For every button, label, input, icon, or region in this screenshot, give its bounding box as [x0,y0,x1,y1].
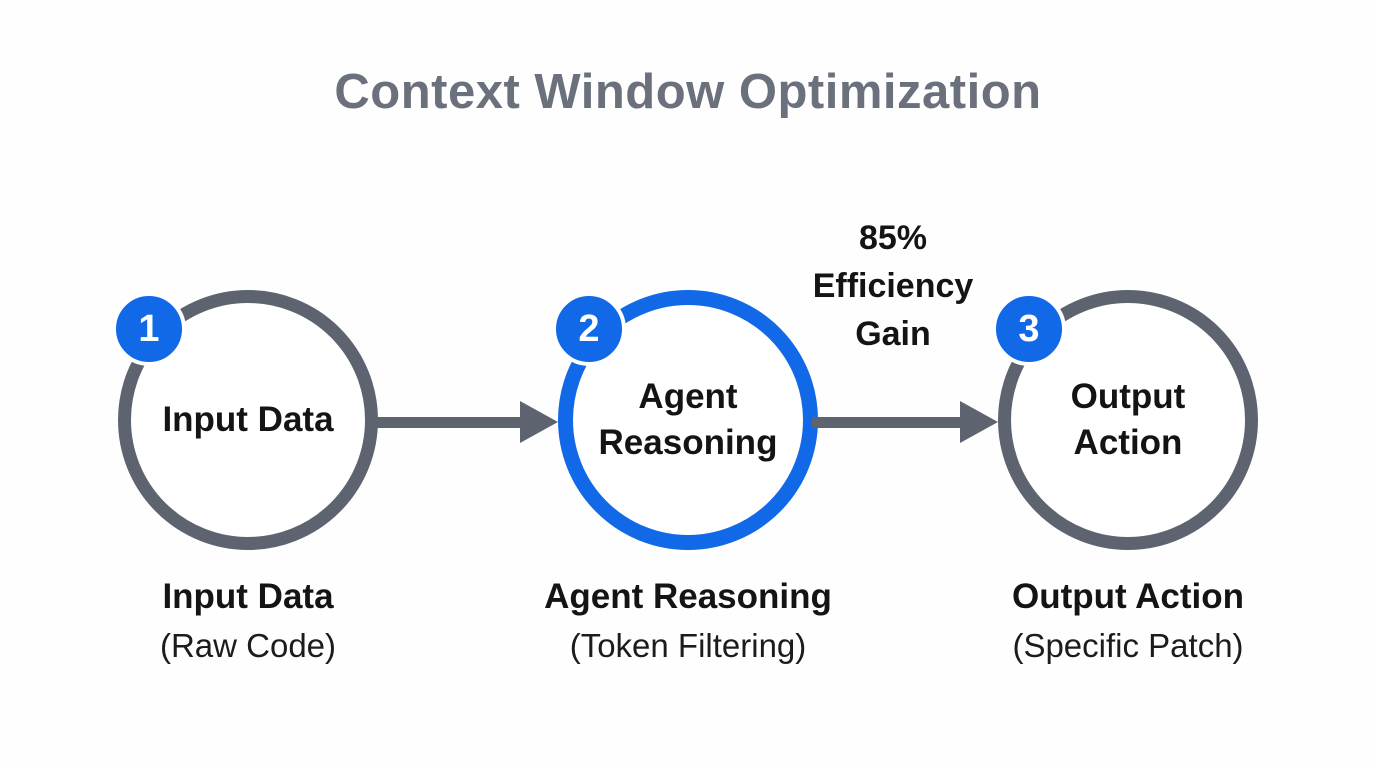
annotation-line-2: Efficiency [812,267,974,305]
step-3-badge: 3 [992,292,1066,366]
output-action-circle-label: Output Action [1070,376,1186,462]
input-data-circle-label: Input Data [162,399,334,439]
output-action-caption-sub: (Specific Patch) [1012,627,1244,664]
step-1-number: 1 [138,307,160,350]
arrow-head-icon [520,401,558,443]
output-action-caption-title: Output Action [1012,577,1244,616]
arrow-head-icon [960,401,998,443]
agent-reasoning-circle-label: Agent Reasoning [598,376,778,462]
efficiency-gain-annotation: 85% Efficiency Gain [763,214,1023,358]
input-data-caption-sub: (Raw Code) [159,627,337,664]
agent-reasoning-caption-title: Agent Reasoning [544,577,832,616]
page-title: Context Window Optimization [334,65,1042,119]
arrow-input-to-reasoning-icon [372,401,558,443]
arrow-reasoning-to-output-icon [812,401,998,443]
node-input-data: Input Data 1 [112,290,378,550]
step-2-badge: 2 [552,292,626,366]
step-3-number: 3 [1018,307,1040,350]
input-data-caption: Input Data (Raw Code) [48,572,448,670]
node-agent-reasoning: Agent Reasoning 2 [552,290,818,550]
step-1-badge: 1 [112,292,186,366]
annotation-line-1: 85% [858,219,928,257]
arrow-shaft [812,416,960,428]
node-output-action: Output Action 3 [992,290,1258,550]
agent-reasoning-caption-sub: (Token Filtering) [569,627,807,664]
input-data-caption-title: Input Data [162,577,334,616]
step-2-number: 2 [578,307,600,350]
output-action-caption: Output Action (Specific Patch) [928,572,1328,670]
annotation-line-3: Gain [855,315,931,353]
arrow-shaft [372,416,520,428]
agent-reasoning-caption: Agent Reasoning (Token Filtering) [488,572,888,670]
